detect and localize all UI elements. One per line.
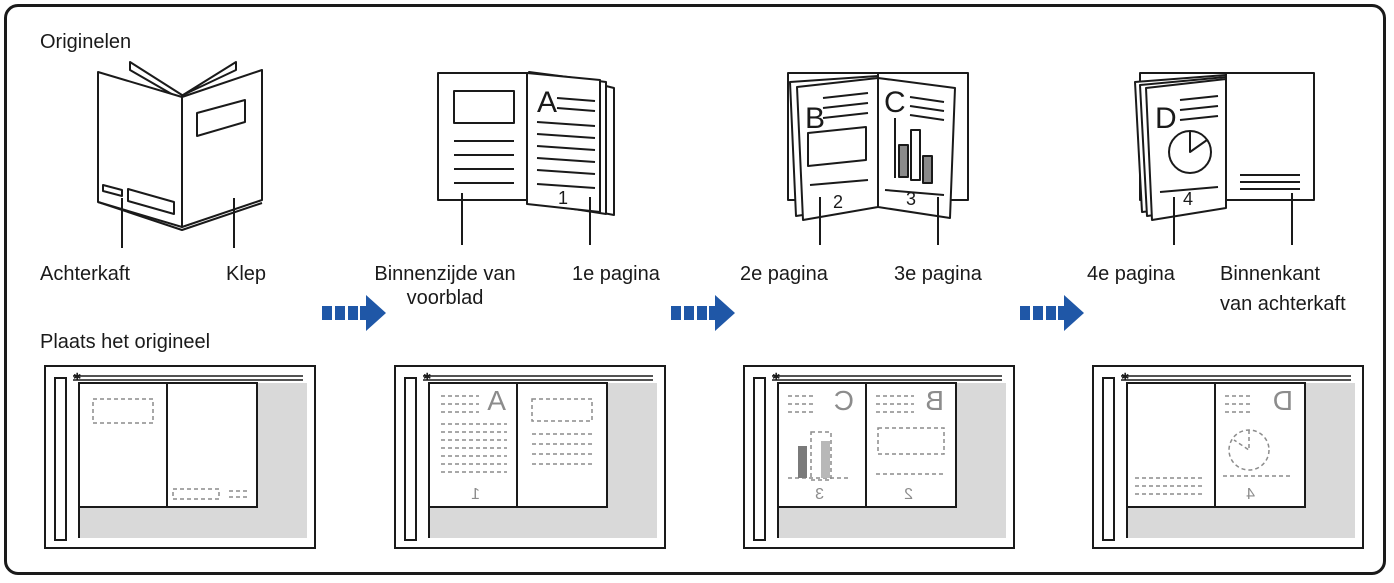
page-number-4: 4: [1183, 189, 1193, 209]
label-page-3: 3e pagina: [894, 263, 982, 285]
arrow-right-icon: [322, 295, 386, 331]
place-original-heading: Plaats het origineel: [40, 331, 211, 353]
scanner-panel-4: ✱: [1092, 365, 1364, 549]
label-inside-back-cover-1: Binnenkant: [1220, 263, 1321, 285]
page-letter-a: A: [537, 86, 557, 119]
label-inside-front-cover-1: Binnenzijde van: [374, 263, 516, 285]
arrow-right-icon: [1020, 295, 1084, 331]
label-back-cover: Achterkaft: [40, 263, 131, 285]
originals-heading: Originelen: [40, 31, 132, 53]
scanner-panel-2: ✱: [394, 365, 666, 549]
mirrored-letter-a: A: [487, 385, 506, 416]
mirrored-number-2: 2: [904, 486, 913, 503]
scanner-panel-3: ✱: [743, 365, 1015, 549]
page-number-1: 1: [558, 188, 568, 208]
label-page-2: 2e pagina: [740, 263, 828, 285]
book-spread-front-illustration: [437, 71, 615, 245]
arrows: [322, 295, 1084, 331]
book-cover-illustration: [97, 61, 263, 248]
scanner-panel-1: ✱: [44, 365, 316, 549]
svg-text:✱: ✱: [1121, 372, 1129, 383]
page-letter-d: D: [1155, 102, 1177, 135]
book-spread-back-illustration: [1134, 72, 1315, 245]
label-page-1: 1e pagina: [572, 263, 660, 285]
arrow-right-icon: [671, 295, 735, 331]
label-inside-back-cover-2: van achterkaft: [1220, 293, 1346, 315]
page-letter-c: C: [884, 86, 906, 119]
mirrored-number-4: 4: [1246, 486, 1255, 503]
mirrored-number-3: 3: [815, 486, 824, 503]
label-flap: Klep: [226, 263, 267, 285]
page-number-2: 2: [833, 192, 843, 212]
book-spread-middle-illustration: [787, 72, 969, 245]
mirrored-letter-d: D: [1273, 385, 1293, 416]
page-number-3: 3: [906, 189, 916, 209]
svg-text:✱: ✱: [423, 372, 431, 383]
label-inside-front-cover-2: voorblad: [406, 287, 484, 309]
diagram-frame: [4, 4, 1386, 575]
svg-text:✱: ✱: [73, 372, 81, 383]
page-letter-b: B: [805, 102, 825, 135]
label-page-4: 4e pagina: [1087, 263, 1175, 285]
mirrored-number-1: 1: [471, 486, 480, 503]
svg-text:✱: ✱: [772, 372, 780, 383]
mirrored-letter-c: C: [834, 385, 854, 416]
mirrored-letter-b: B: [925, 385, 944, 416]
